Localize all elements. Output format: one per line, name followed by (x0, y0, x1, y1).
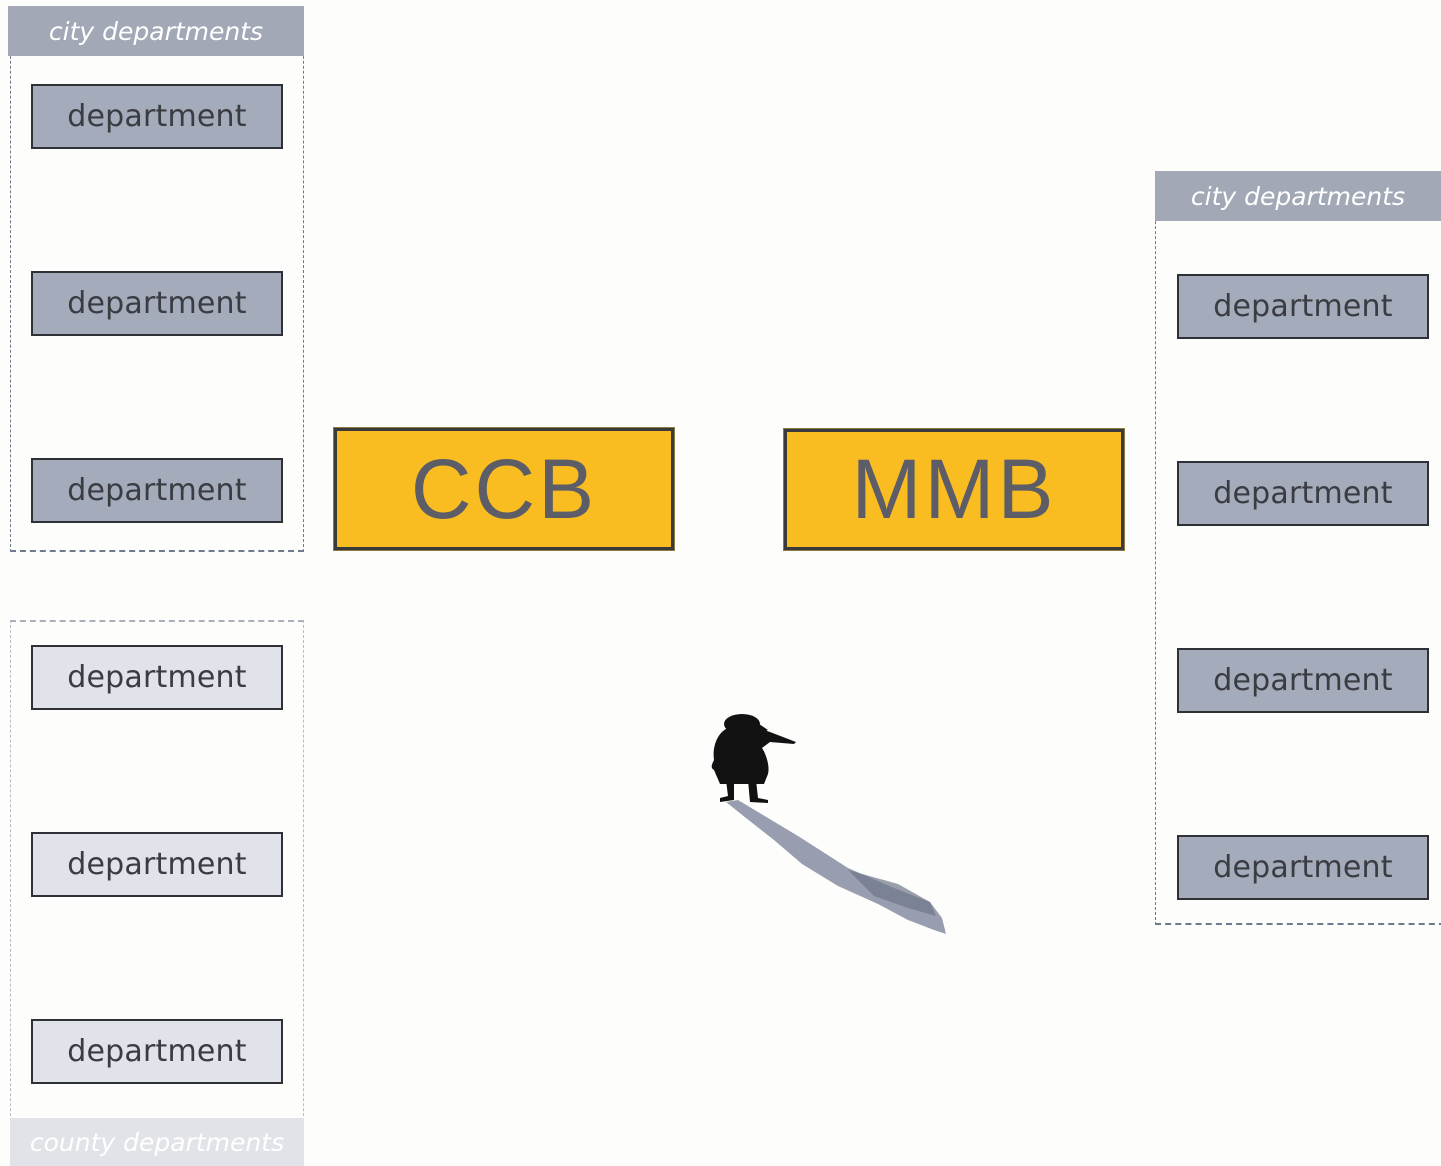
city-department-box-right-1[interactable]: department (1177, 274, 1429, 339)
city-departments-header-left: city departments (8, 6, 304, 56)
city-departments-group-right (1155, 171, 1441, 925)
county-department-box-2[interactable]: department (31, 832, 283, 897)
mmb-board-box[interactable]: MMB (783, 428, 1125, 551)
person-silhouette-icon (711, 714, 946, 934)
city-department-box-right-4[interactable]: department (1177, 835, 1429, 900)
county-department-box-1[interactable]: department (31, 645, 283, 710)
city-department-box-right-3[interactable]: department (1177, 648, 1429, 713)
city-departments-header-right: city departments (1155, 171, 1441, 221)
city-departments-group-left (10, 6, 304, 552)
county-departments-header: county departments (10, 1118, 304, 1166)
ccb-board-box[interactable]: CCB (333, 427, 675, 551)
county-departments-group-left (10, 620, 304, 1166)
city-department-box-left-1[interactable]: department (31, 84, 283, 149)
county-department-box-3[interactable]: department (31, 1019, 283, 1084)
city-department-box-right-2[interactable]: department (1177, 461, 1429, 526)
city-department-box-left-3[interactable]: department (31, 458, 283, 523)
city-department-box-left-2[interactable]: department (31, 271, 283, 336)
